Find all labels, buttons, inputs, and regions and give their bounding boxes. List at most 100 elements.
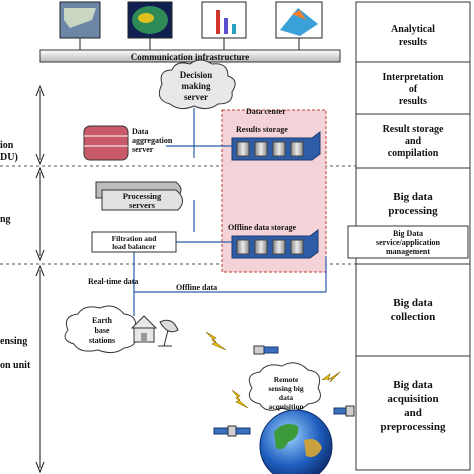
right-acquisition-4: preprocessing [381,421,446,433]
data-center-label: Data center [246,107,286,116]
earth-stations-label-3: stations [89,336,115,345]
processing-servers: Processing servers [95,181,183,211]
left-label-du: DU) [0,152,18,163]
right-storage-3: compilation [388,148,439,159]
decision-cloud-shape [158,59,236,110]
satellite-icon-3 [333,405,355,417]
remote-sensing-cloud: Remote sensing big data acquisition [248,362,321,411]
right-interpretation-3: results [399,96,427,107]
filtration-label-1: Filtration and [112,234,158,243]
analytics-thumbnails [59,1,323,39]
earth-stations-label-1: Earth [92,316,113,325]
left-label-on-unit: on unit [0,360,31,371]
satellite-icon-1 [253,345,279,355]
earth-continent-1 [274,424,299,450]
offline-storage-label: Offline data storage [228,223,296,232]
results-storage-cylinders [236,141,304,157]
thumbnail-3d-bar-c [232,24,236,34]
satellite-icon-2 [213,425,251,437]
offline-cylinder-1 [236,239,250,255]
remote-sensing-label-1: Remote [274,375,299,384]
processing-label-2: servers [129,200,156,210]
processing-server-front [101,189,183,211]
thumbnail-map-1-land [64,8,96,28]
layer-arrow-2-bottom [35,249,45,262]
dish-bowl [159,319,179,333]
remote-sensing-label-4: acquisition [268,402,304,411]
layer-arrows [35,84,45,474]
earth-continent-2 [304,439,322,457]
thumbnail-3d-bar-a [216,10,220,34]
offline-cylinder-3 [272,239,286,255]
right-processing-1: Big data [393,191,433,203]
satellite-2-panel-a [213,427,229,435]
processing-label-1: Processing [123,191,162,201]
results-storage-label: Results storage [236,125,288,134]
satellite-3-panel [333,407,347,415]
right-storage-2: and [405,136,422,147]
aggregation-label-3: server [132,145,154,154]
aggregation-label-1: Data [132,127,148,136]
right-acquisition-1: Big data [393,379,433,391]
filtration-box [91,231,177,253]
thumbnail-connectors [79,38,300,50]
building-door [141,333,147,342]
decision-label-3: server [184,92,208,102]
offline-storage-cylinders [236,239,304,255]
dish-stand [163,329,169,347]
right-service-1: Big Data [393,229,423,238]
layer-arrow-1-bottom [35,153,45,166]
offline-cylinder-2 [254,239,268,255]
right-storage-1: Result storage [383,124,444,135]
aggregation-server: Data aggregation server [83,125,173,161]
offline-storage: Offline data storage [228,223,319,259]
decision-label-1: Decision [180,70,213,80]
thumbnail-globe-hotspot [138,13,154,23]
building-icon [130,315,158,343]
lightning-bolt-1 [205,331,227,351]
right-processing-2: processing [388,205,438,217]
earth-stations-label-2: base [94,326,110,335]
decision-server-cloud: Decision making server [158,59,236,110]
right-interpretation-1: Interpretation [383,72,444,83]
satellite-1-body [253,345,265,355]
right-acquisition-2: acquisition [387,393,438,405]
offline-cylinder-4 [290,239,304,255]
satellite-3-body [345,405,355,417]
aggregation-label-2: aggregation [132,136,173,145]
right-collection-2: collection [391,311,436,323]
right-analytical-2: results [399,37,427,48]
communication-bar [39,49,341,63]
filtration-balancer: Filtration and load balancer [91,231,177,253]
thumbnail-3d-bar-b [224,18,228,34]
layer-arrow-3-bottom [35,461,45,474]
satellite-dish-icon [158,319,179,347]
decision-label-2: making [181,81,211,91]
service-management-box [347,225,469,259]
layer-arrow-3-top [35,264,45,277]
right-panel: Analytical results Interpretation of res… [347,1,471,471]
earth-globe-sphere [259,409,333,474]
results-storage: Results storage [231,125,321,161]
communication-bar-label: Communication infrastructure [131,52,250,62]
results-cylinder-1 [236,141,250,157]
results-cylinder-3 [272,141,286,157]
results-cylinder-4 [290,141,304,157]
lightning-bolt-2 [231,389,249,409]
network-lines [133,108,327,316]
lightning-bolt-4 [321,371,341,383]
right-interpretation-2: of [409,84,418,95]
results-cylinder-2 [254,141,268,157]
earth-globe-icon [259,409,333,474]
right-service-3: management [386,247,430,256]
right-analytical-1: Analytical [391,24,435,35]
earth-stations-cloud: Earth base stations [64,305,137,354]
offline-data-label: Offline data [176,283,217,292]
left-label-ng: ng [0,214,11,225]
realtime-data-label: Real-time data [88,277,138,286]
remote-sensing-label-2: sensing big [268,384,303,393]
thumbnail-surface-peak [292,10,306,20]
satellite-2-body [227,425,237,437]
